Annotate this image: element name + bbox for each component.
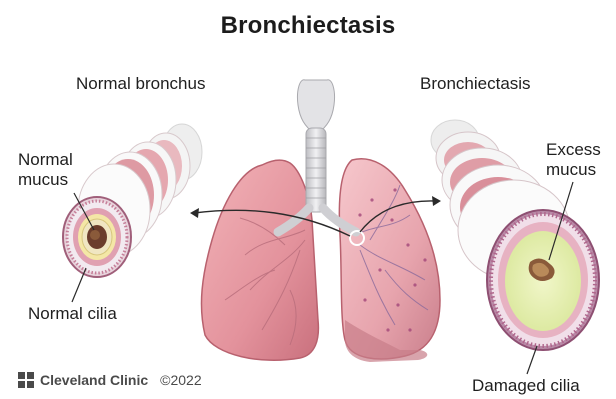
cleveland-clinic-logo-icon [18,372,34,388]
label-excess-mucus: Excess mucus [546,140,601,180]
label-normal-bronchus: Normal bronchus [76,74,205,94]
label-damaged-cilia: Damaged cilia [472,376,580,396]
lungs-illustration [201,80,440,362]
label-normal-mucus: Normal mucus [18,150,73,190]
label-bronchiectasis: Bronchiectasis [420,74,531,94]
copyright: ©2022 [160,372,201,388]
page-title: Bronchiectasis [0,12,616,40]
normal-bronchus-illustration [63,124,202,277]
label-normal-cilia: Normal cilia [28,304,117,324]
brand-name: Cleveland Clinic [40,372,148,388]
footer: Cleveland Clinic ©2022 [18,372,202,388]
